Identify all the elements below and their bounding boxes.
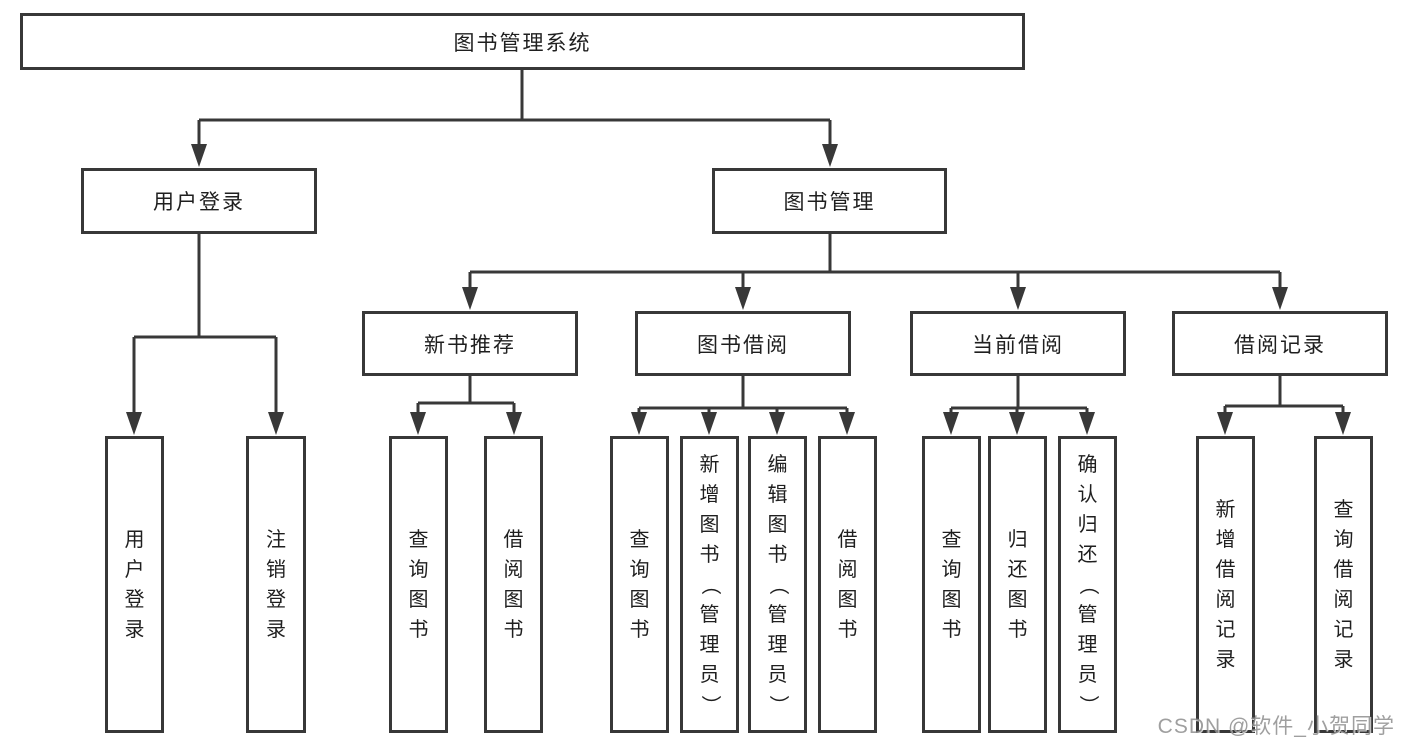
node-label: 借阅图书 <box>837 528 858 641</box>
node-label: 借阅图书 <box>503 528 524 641</box>
node-label: 借阅记录 <box>1234 333 1326 357</box>
node-book-borrow: 图书借阅 <box>635 311 851 376</box>
node-label: 查询图书 <box>941 528 962 641</box>
node-logout-leaf: 注销登录 <box>246 436 306 733</box>
node-records-query-record: 查询借阅记录 <box>1314 436 1373 733</box>
node-borrow-add-books: 新增图书（管理员） <box>680 436 739 733</box>
node-root: 图书管理系统 <box>20 13 1025 70</box>
watermark-text: CSDN @软件_小贺同学 <box>1157 715 1395 738</box>
node-current-return-books: 归还图书 <box>988 436 1047 733</box>
node-label: 当前借阅 <box>972 333 1064 357</box>
node-label: 图书管理 <box>783 191 876 214</box>
node-recommend-query-books: 查询图书 <box>389 436 448 733</box>
node-label: 查询图书 <box>408 528 429 641</box>
node-label: 查询图书 <box>629 528 650 641</box>
node-label: 归还图书 <box>1007 528 1028 641</box>
node-records-add-record: 新增借阅记录 <box>1196 436 1255 733</box>
node-label: 编辑图书（管理员） <box>766 453 789 715</box>
node-label: 注销登录 <box>266 528 286 641</box>
node-new-book-recommend: 新书推荐 <box>362 311 578 376</box>
node-borrow-records: 借阅记录 <box>1172 311 1388 376</box>
node-label: 用户登录 <box>153 191 245 214</box>
node-label: 新增图书（管理员） <box>698 453 721 715</box>
node-borrow-borrow-books: 借阅图书 <box>818 436 877 733</box>
node-current-confirm-return: 确认归还（管理员） <box>1058 436 1117 733</box>
node-current-borrow: 当前借阅 <box>910 311 1126 376</box>
node-label: 用户登录 <box>124 528 145 641</box>
node-label: 查询借阅记录 <box>1333 498 1354 671</box>
node-label: 图书借阅 <box>697 333 789 357</box>
node-label: 图书管理系统 <box>453 31 592 55</box>
arrowheads-path <box>126 144 1351 435</box>
node-label: 新书推荐 <box>424 333 516 357</box>
node-label: 确认归还（管理员） <box>1076 453 1099 715</box>
node-borrow-query-books: 查询图书 <box>610 436 669 733</box>
node-borrow-edit-books: 编辑图书（管理员） <box>748 436 807 733</box>
node-current-query-books: 查询图书 <box>922 436 981 733</box>
connector-lines-path <box>132 70 1345 414</box>
node-label: 新增借阅记录 <box>1215 498 1236 671</box>
node-recommend-borrow-books: 借阅图书 <box>484 436 543 733</box>
node-user-login: 用户登录 <box>81 168 317 234</box>
node-book-management: 图书管理 <box>712 168 947 234</box>
node-user-login-leaf: 用户登录 <box>105 436 164 733</box>
